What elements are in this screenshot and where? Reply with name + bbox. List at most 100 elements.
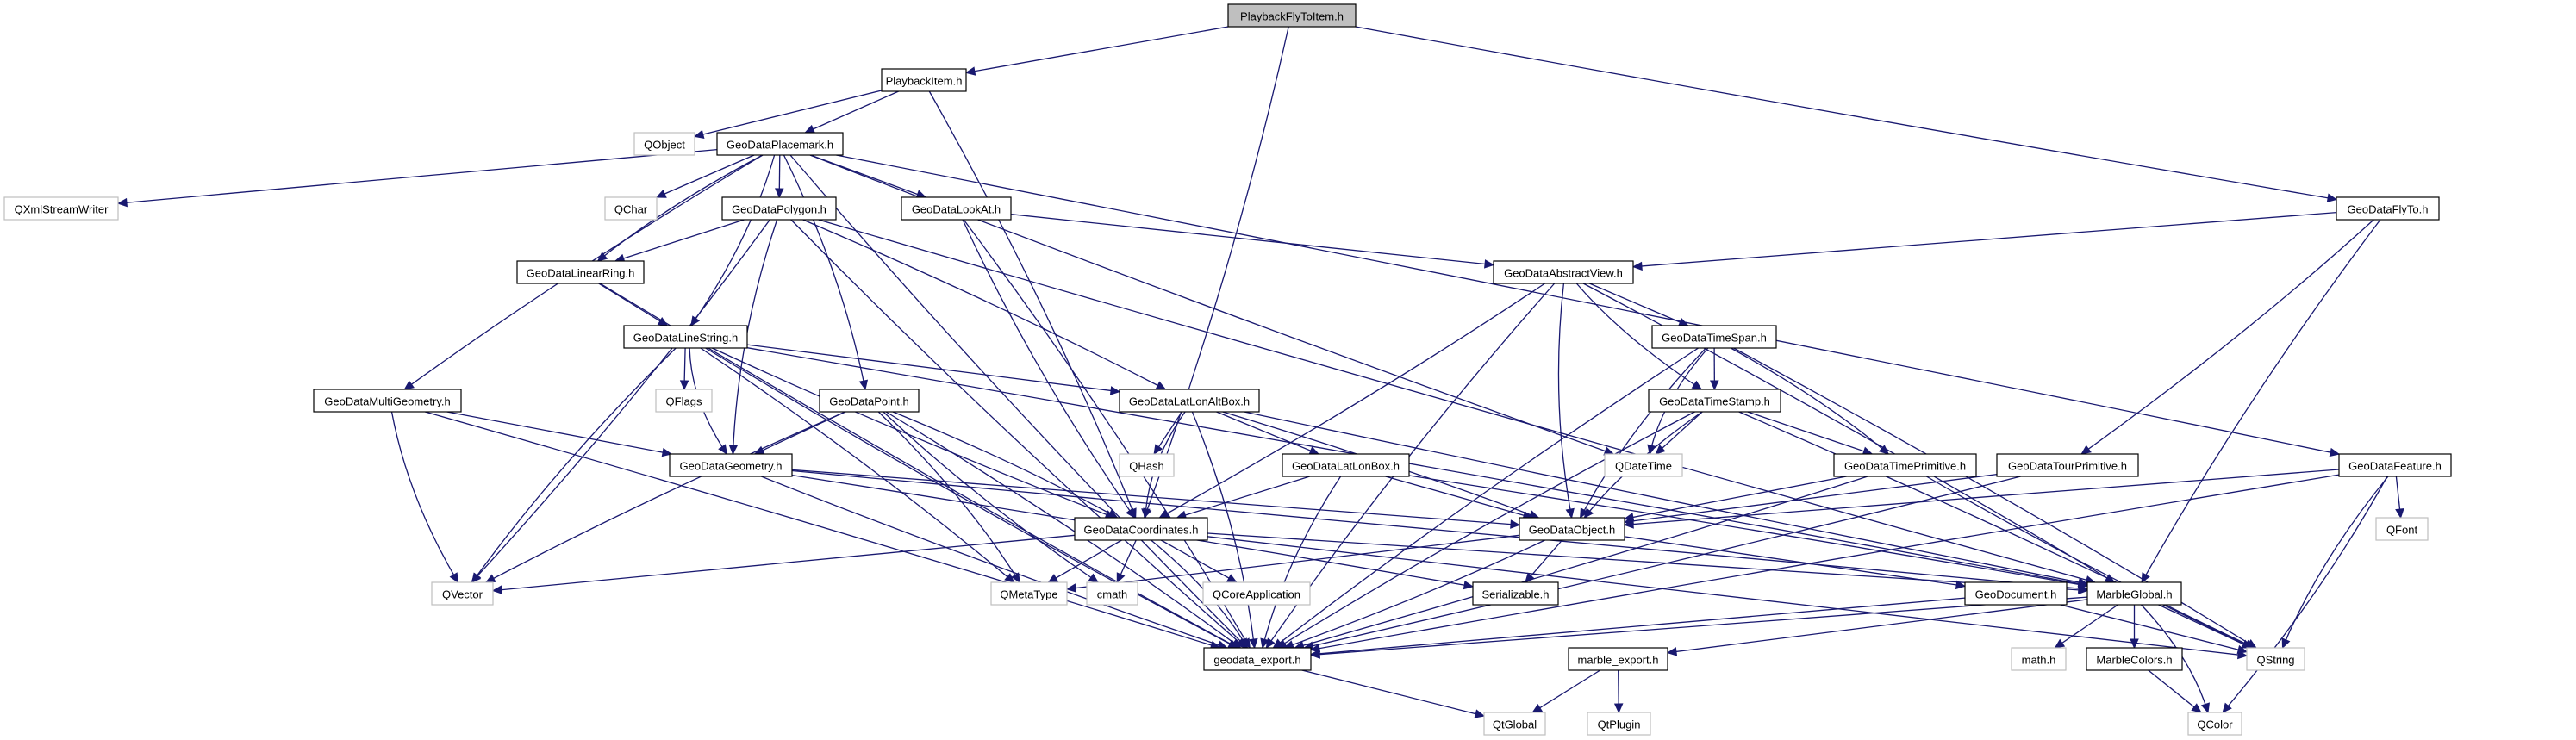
arrowhead-icon — [1308, 446, 1320, 455]
node-GeoDataLookAt[interactable]: GeoDataLookAt.h — [901, 196, 1012, 221]
node-GeoDataFlyTo[interactable]: GeoDataFlyTo.h — [2336, 196, 2440, 221]
arrowhead-icon — [1666, 647, 1678, 656]
node-GeoDataMultiGeometry[interactable]: GeoDataMultiGeometry.h — [313, 389, 462, 413]
edge-line — [1355, 26, 2337, 201]
edge-line — [390, 411, 459, 583]
edge-GeoDataLineString-to-GeoDataLatLonAltBox — [746, 344, 1121, 395]
node-GeoDataLatLonBox[interactable]: GeoDataLatLonBox.h — [1282, 453, 1410, 477]
edge-line — [1276, 411, 1695, 649]
node-PlaybackItem[interactable]: PlaybackItem.h — [881, 68, 967, 92]
arrowhead-icon — [2326, 193, 2338, 202]
node-box — [1203, 647, 1312, 671]
edge-line — [1624, 476, 1847, 519]
node-box — [1493, 260, 1634, 284]
edge-line — [1273, 347, 1699, 649]
arrowhead-icon — [484, 574, 496, 583]
edge-line — [1580, 347, 1706, 519]
node-label: QCoreApplication — [1213, 588, 1300, 601]
node-GeoDataFeature[interactable]: GeoDataFeature.h — [2338, 453, 2452, 477]
edge-GeoDocument-to-QString — [2060, 604, 2249, 655]
edge-GeoDataAbstractView-to-GeoDataTimeStamp — [1575, 283, 1703, 390]
node-GeoDataLinearRing[interactable]: GeoDataLinearRing.h — [516, 260, 645, 284]
node-GeoDataPlacemark[interactable]: GeoDataPlacemark.h — [716, 132, 844, 156]
edge-line — [928, 90, 1137, 519]
node-GeoDataTimeSpan[interactable]: GeoDataTimeSpan.h — [1651, 325, 1777, 349]
edge-line — [836, 154, 2340, 455]
arrowhead-icon — [1613, 703, 1624, 714]
edge-GeoDataLatLonBox-to-GeoDataCoordinates — [1176, 476, 1310, 519]
node-GeoDataGeometry[interactable]: GeoDataGeometry.h — [669, 453, 793, 477]
node-box — [655, 389, 713, 413]
node-geodata_export[interactable]: geodata_export.h — [1203, 647, 1312, 671]
arrowhead-icon — [655, 189, 667, 198]
edge-line — [1159, 283, 1545, 519]
node-QVector: QVector — [431, 581, 494, 606]
node-box — [716, 132, 844, 156]
arrowhead-icon — [728, 445, 739, 456]
node-MarbleColors[interactable]: MarbleColors.h — [2086, 647, 2183, 671]
node-GeoDataPoint[interactable]: GeoDataPoint.h — [819, 389, 920, 413]
arrowhead-icon — [1878, 445, 1890, 455]
edge-GeoDataTimeSpan-to-GeoDataTimePrimitive — [1730, 347, 1890, 455]
edge-PlaybackFlyToItem-to-GeoDataFlyTo — [1355, 26, 2338, 202]
edge-line — [2222, 476, 2388, 713]
edge-marble_export-to-QtGlobal — [1531, 669, 1601, 713]
node-Serializable[interactable]: Serializable.h — [1472, 581, 1559, 606]
edge-line — [425, 411, 1220, 649]
node-GeoDataObject[interactable]: GeoDataObject.h — [1519, 517, 1625, 541]
node-label: GeoDataTourPrimitive.h — [2008, 460, 2127, 473]
node-label: GeoDataTimeStamp.h — [1659, 395, 1770, 408]
edge-line — [746, 344, 1120, 393]
arrowhead-icon — [2130, 638, 2139, 650]
node-label: GeoDataTimePrimitive.h — [1844, 460, 1966, 473]
arrowhead-icon — [2395, 508, 2404, 519]
arrowhead-icon — [1109, 386, 1121, 395]
node-box — [1519, 517, 1625, 541]
edge-line — [789, 154, 1248, 649]
node-GeoDataTimeStamp[interactable]: GeoDataTimeStamp.h — [1648, 389, 1781, 413]
arrowhead-icon — [2236, 644, 2249, 655]
node-label: QFlags — [666, 395, 702, 408]
edge-GeoDataLatLonAltBox-to-QHash — [1153, 411, 1182, 456]
edge-line — [1284, 539, 1545, 649]
node-GeoDocument[interactable]: GeoDocument.h — [1964, 581, 2068, 606]
node-box — [1483, 712, 1546, 736]
edge-PlaybackItem-to-QObject — [693, 90, 883, 140]
node-GeoDataCoordinates[interactable]: GeoDataCoordinates.h — [1074, 517, 1208, 541]
node-GeoDataPolygon[interactable]: GeoDataPolygon.h — [721, 196, 837, 221]
edge-line — [1575, 283, 1702, 390]
node-label: GeoDataLookAt.h — [912, 203, 1001, 216]
arrowhead-icon — [718, 444, 728, 456]
edge-GeoDataPoint-to-GeoDataCoordinates — [892, 411, 1119, 519]
edge-line — [1747, 411, 1873, 455]
node-QtPlugin: QtPlugin — [1587, 712, 1651, 736]
node-GeoDataTourPrimitive[interactable]: GeoDataTourPrimitive.h — [1996, 453, 2139, 477]
edge-GeoDataMultiGeometry-to-QVector — [390, 411, 459, 584]
node-GeoDataTimePrimitive[interactable]: GeoDataTimePrimitive.h — [1833, 453, 1977, 477]
arrowhead-icon — [1691, 380, 1703, 390]
node-MarbleGlobal[interactable]: MarbleGlobal.h — [2086, 581, 2182, 606]
node-label: GeoDataLatLonBox.h — [1292, 460, 1400, 473]
edge-GeoDataPoint-to-cmath — [883, 411, 1100, 583]
edge-line — [818, 219, 2095, 583]
edge-line — [1557, 283, 1573, 519]
edge-line — [694, 90, 883, 138]
arrowhead-icon — [1260, 637, 1269, 650]
node-GeoDataAbstractView[interactable]: GeoDataAbstractView.h — [1493, 260, 1634, 284]
node-label: GeoDataFeature.h — [2348, 460, 2442, 473]
edge-GeoDataFlyTo-to-GeoDataAbstractView — [1631, 211, 2337, 271]
node-marble_export[interactable]: marble_export.h — [1568, 647, 1668, 671]
node-GeoDataLatLonAltBox[interactable]: GeoDataLatLonAltBox.h — [1119, 389, 1260, 413]
edge-marble_export-to-QtPlugin — [1613, 669, 1624, 714]
node-PlaybackFlyToItem[interactable]: PlaybackFlyToItem.h — [1227, 3, 1357, 28]
edge-GeoDataPlacemark-to-QXmlStreamWriter — [116, 148, 718, 208]
node-box — [2086, 647, 2183, 671]
arrowhead-icon — [1088, 573, 1100, 583]
arrowhead-icon — [1249, 637, 1258, 650]
node-box — [1202, 581, 1311, 606]
arrowhead-icon — [1065, 583, 1077, 593]
edge-line — [705, 347, 1238, 649]
arrowhead-icon — [2054, 638, 2066, 649]
arrowhead-icon — [471, 572, 482, 583]
node-GeoDataLineString[interactable]: GeoDataLineString.h — [623, 325, 748, 349]
